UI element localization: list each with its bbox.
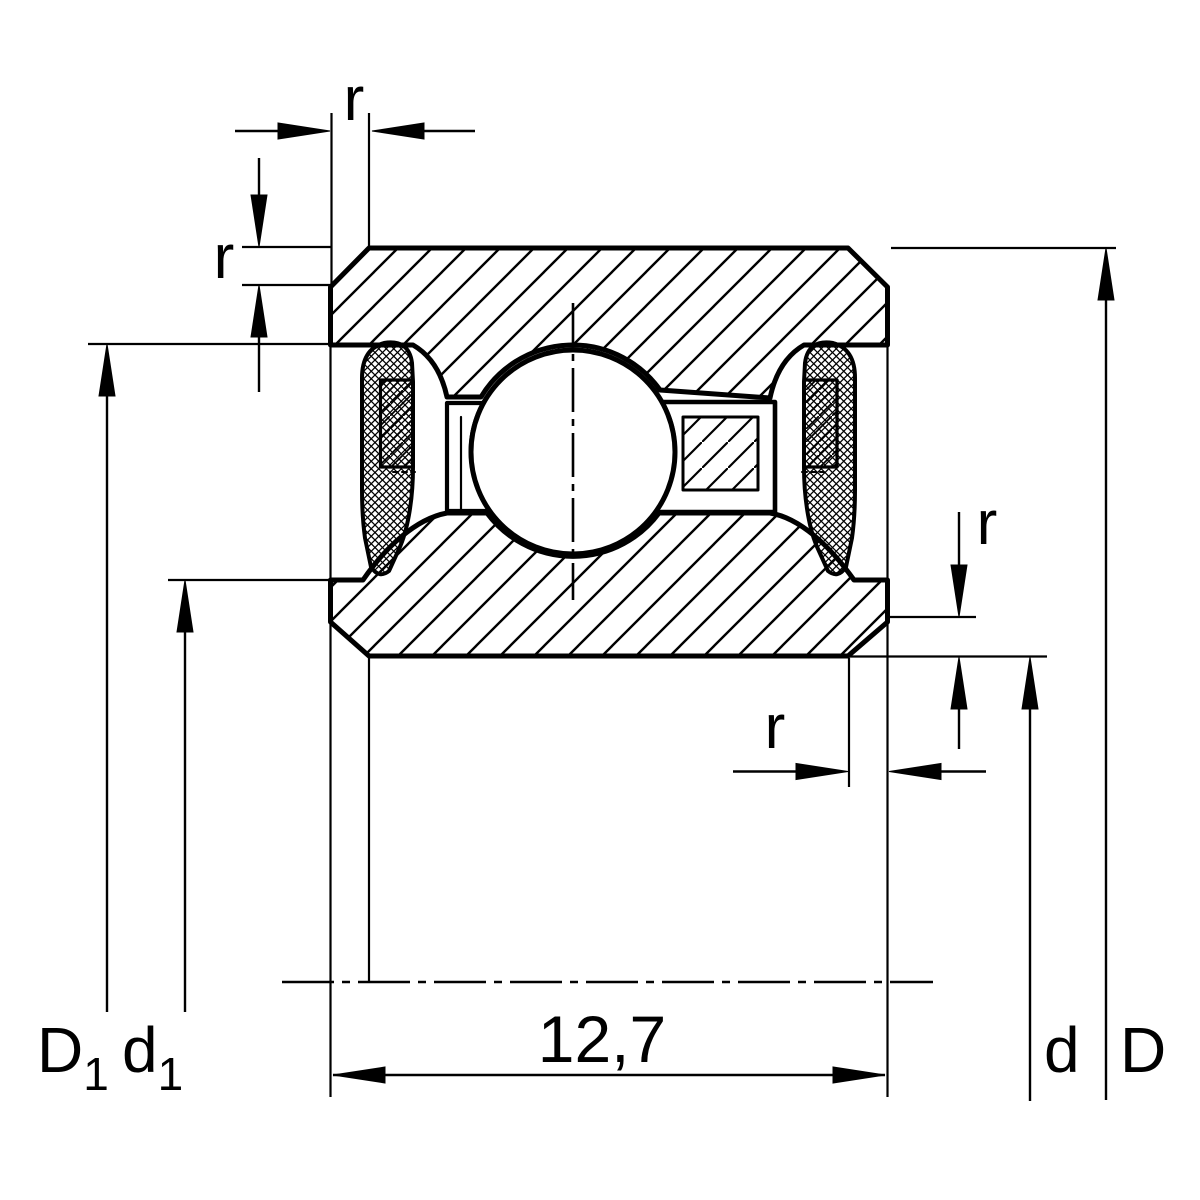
arrowhead (332, 1066, 386, 1084)
dim-label-r-left: r (214, 223, 235, 292)
left-seal-insert (378, 378, 415, 469)
dim-chamfer-top: r (235, 65, 475, 287)
centerlines (282, 303, 933, 984)
arrowhead (277, 122, 331, 140)
arrowhead (950, 564, 968, 618)
dimensions: r r D1 d1 (37, 65, 1166, 1101)
dim-label-D1: D1 (37, 1014, 109, 1100)
dim-chamfer-right-horizontal: r (733, 658, 986, 787)
dim-d: d (367, 655, 1080, 1101)
right-seal (801, 340, 857, 577)
dim-D1: D1 (37, 342, 330, 1100)
dim-label-r-right-vertical: r (977, 489, 998, 558)
arrowhead (371, 122, 425, 140)
arrowhead (832, 1066, 886, 1084)
dim-d1: d1 (122, 578, 334, 1100)
dim-chamfer-right-vertical: r (888, 489, 997, 749)
arrowhead (795, 762, 849, 781)
dim-label-r-top: r (344, 65, 365, 134)
dim-label-width: 12,7 (538, 1002, 666, 1076)
dim-label-D: D (1120, 1014, 1166, 1086)
left-seal (360, 340, 416, 577)
dim-chamfer-left: r (214, 158, 331, 392)
bearing-cross-section (328, 245, 890, 659)
right-seal-insert (802, 378, 839, 469)
dim-width: 12,7 (329, 347, 889, 1097)
arrowhead (250, 194, 268, 248)
dim-label-d: d (1044, 1014, 1080, 1086)
dim-D: D (891, 246, 1166, 1100)
dim-label-r-right-horizontal: r (765, 693, 786, 762)
dim-label-d1: d1 (122, 1014, 183, 1100)
cage-right-core (681, 415, 760, 492)
